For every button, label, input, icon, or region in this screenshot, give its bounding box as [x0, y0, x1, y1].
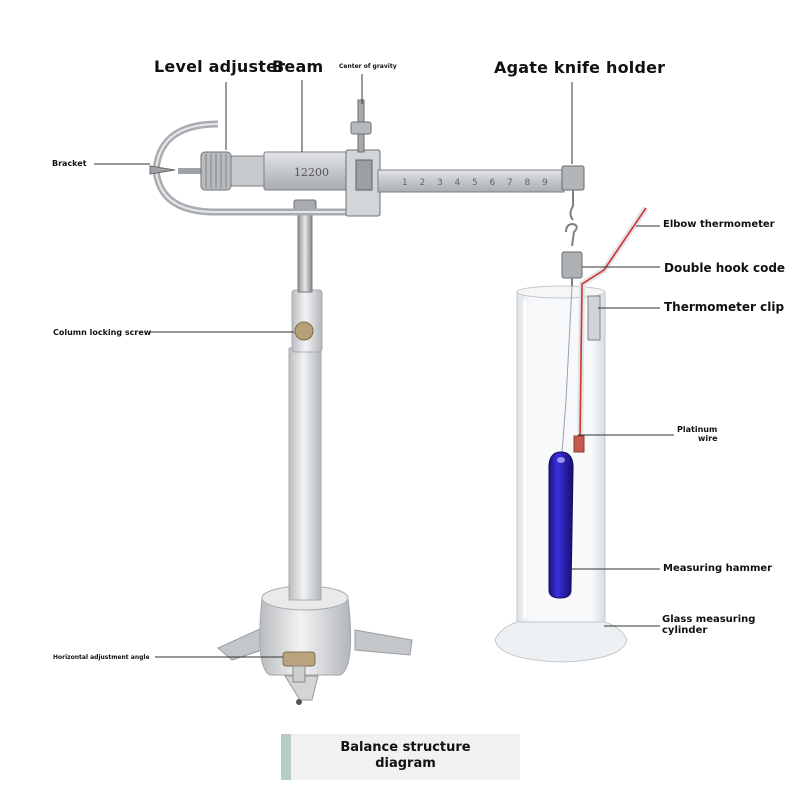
label-measuring-hammer: Measuring hammer — [663, 563, 773, 574]
level-adjuster-knob — [178, 151, 266, 191]
label-beam: Beam — [272, 57, 324, 76]
beam-stamp: 12200 — [294, 166, 329, 179]
label-column-locking-screw: Column locking screw — [53, 328, 152, 337]
beam-scale-number: 2 — [420, 178, 426, 188]
label-platinum-wire-2: wire — [698, 434, 718, 443]
leader-lines — [94, 74, 674, 658]
center-of-gravity-screw — [350, 99, 372, 153]
measuring-hammer — [548, 285, 574, 599]
label-center-of-gravity: Center of gravity — [339, 63, 397, 70]
beam-scale-number: 9 — [542, 178, 548, 188]
beam-scale-number: 7 — [507, 178, 513, 188]
beam: 12200 1 2 3 4 5 6 7 8 9 — [263, 149, 585, 217]
tripod-base — [217, 585, 413, 701]
beam-scale: 1 2 3 4 5 6 7 8 9 — [402, 178, 548, 188]
label-level-adjuster: Level adjuster — [154, 57, 286, 76]
label-glass-cylinder-2: cylinder — [662, 625, 708, 636]
label-bracket: Bracket — [52, 159, 87, 168]
caption-line-1: Balance structure — [340, 740, 471, 755]
bracket — [149, 120, 380, 216]
beam-scale-number: 3 — [437, 178, 443, 188]
label-double-hook-code: Double hook code — [664, 261, 786, 275]
label-agate-knife-holder: Agate knife holder — [494, 58, 666, 77]
beam-scale-number: 4 — [455, 178, 461, 188]
label-platinum-wire-1: Platinum — [677, 425, 718, 434]
beam-scale-number: 8 — [525, 178, 531, 188]
caption-text: Balance structure diagram — [291, 740, 520, 772]
label-glass-cylinder-1: Glass measuring — [662, 614, 756, 625]
column — [288, 199, 323, 601]
label-elbow-thermometer: Elbow thermometer — [663, 219, 775, 230]
hook-chain — [561, 190, 583, 286]
label-thermometer-clip: Thermometer clip — [664, 300, 785, 314]
beam-scale-number: 1 — [402, 178, 408, 188]
label-horizontal-adjustment-angle: Horizontal adjustment angle — [53, 654, 150, 661]
leveling-screw — [282, 651, 316, 705]
caption-line-2: diagram — [375, 756, 436, 771]
elbow-thermometer — [573, 206, 649, 453]
caption-box: Balance structure diagram — [281, 734, 520, 780]
beam-scale-number: 5 — [472, 178, 478, 188]
beam-scale-number: 6 — [490, 178, 496, 188]
